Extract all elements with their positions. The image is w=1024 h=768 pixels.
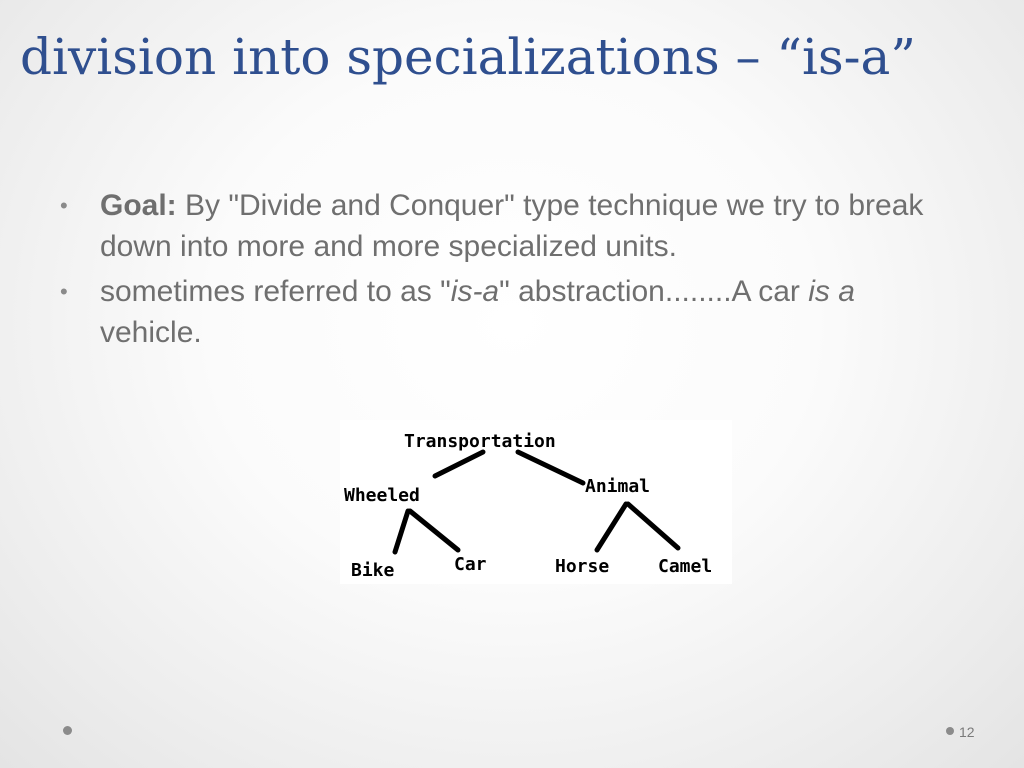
page-number: 12 (959, 724, 975, 740)
edge-wheeled-car (407, 508, 461, 553)
node-animal: Animal (585, 476, 650, 497)
edge-animal-camel (625, 501, 681, 551)
node-wheeled: Wheeled (344, 485, 420, 506)
edge-transportation-wheeled (432, 449, 486, 479)
edge-animal-horse (594, 501, 629, 553)
node-car: Car (454, 554, 487, 575)
node-horse: Horse (555, 556, 609, 577)
footer-dot-right-icon (946, 727, 954, 735)
is-a-text-after: vehicle. (100, 316, 202, 349)
node-camel: Camel (658, 556, 712, 577)
bullet-dot-icon: • (60, 193, 68, 218)
node-transportation: Transportation (404, 431, 556, 452)
is-a-term: is-a (450, 275, 500, 308)
goal-label: Goal: (100, 189, 177, 222)
edge-transportation-animal (515, 449, 586, 486)
goal-text: By "Divide and Conquer" type technique w… (100, 189, 924, 263)
footer-dot-left-icon (63, 726, 72, 735)
is-a-text-before: sometimes referred to as " (100, 275, 451, 308)
is-a-hierarchy-diagram: Transportation Wheeled Animal Bike Car H… (340, 420, 732, 584)
slide-title: division into specializations – “is-a” (20, 28, 916, 86)
bullet-is-a: • sometimes referred to as "is-a" abstra… (60, 271, 940, 353)
bullet-list: • Goal: By "Divide and Conquer" type tec… (60, 185, 940, 357)
bullet-goal: • Goal: By "Divide and Conquer" type tec… (60, 185, 940, 267)
bullet-dot-icon: • (60, 279, 68, 304)
edge-wheeled-bike (392, 508, 411, 555)
diagram-background (340, 420, 732, 584)
node-bike: Bike (351, 560, 395, 581)
is-a-phrase: is a (808, 275, 855, 308)
is-a-text-middle: " abstraction........A car (499, 275, 809, 308)
